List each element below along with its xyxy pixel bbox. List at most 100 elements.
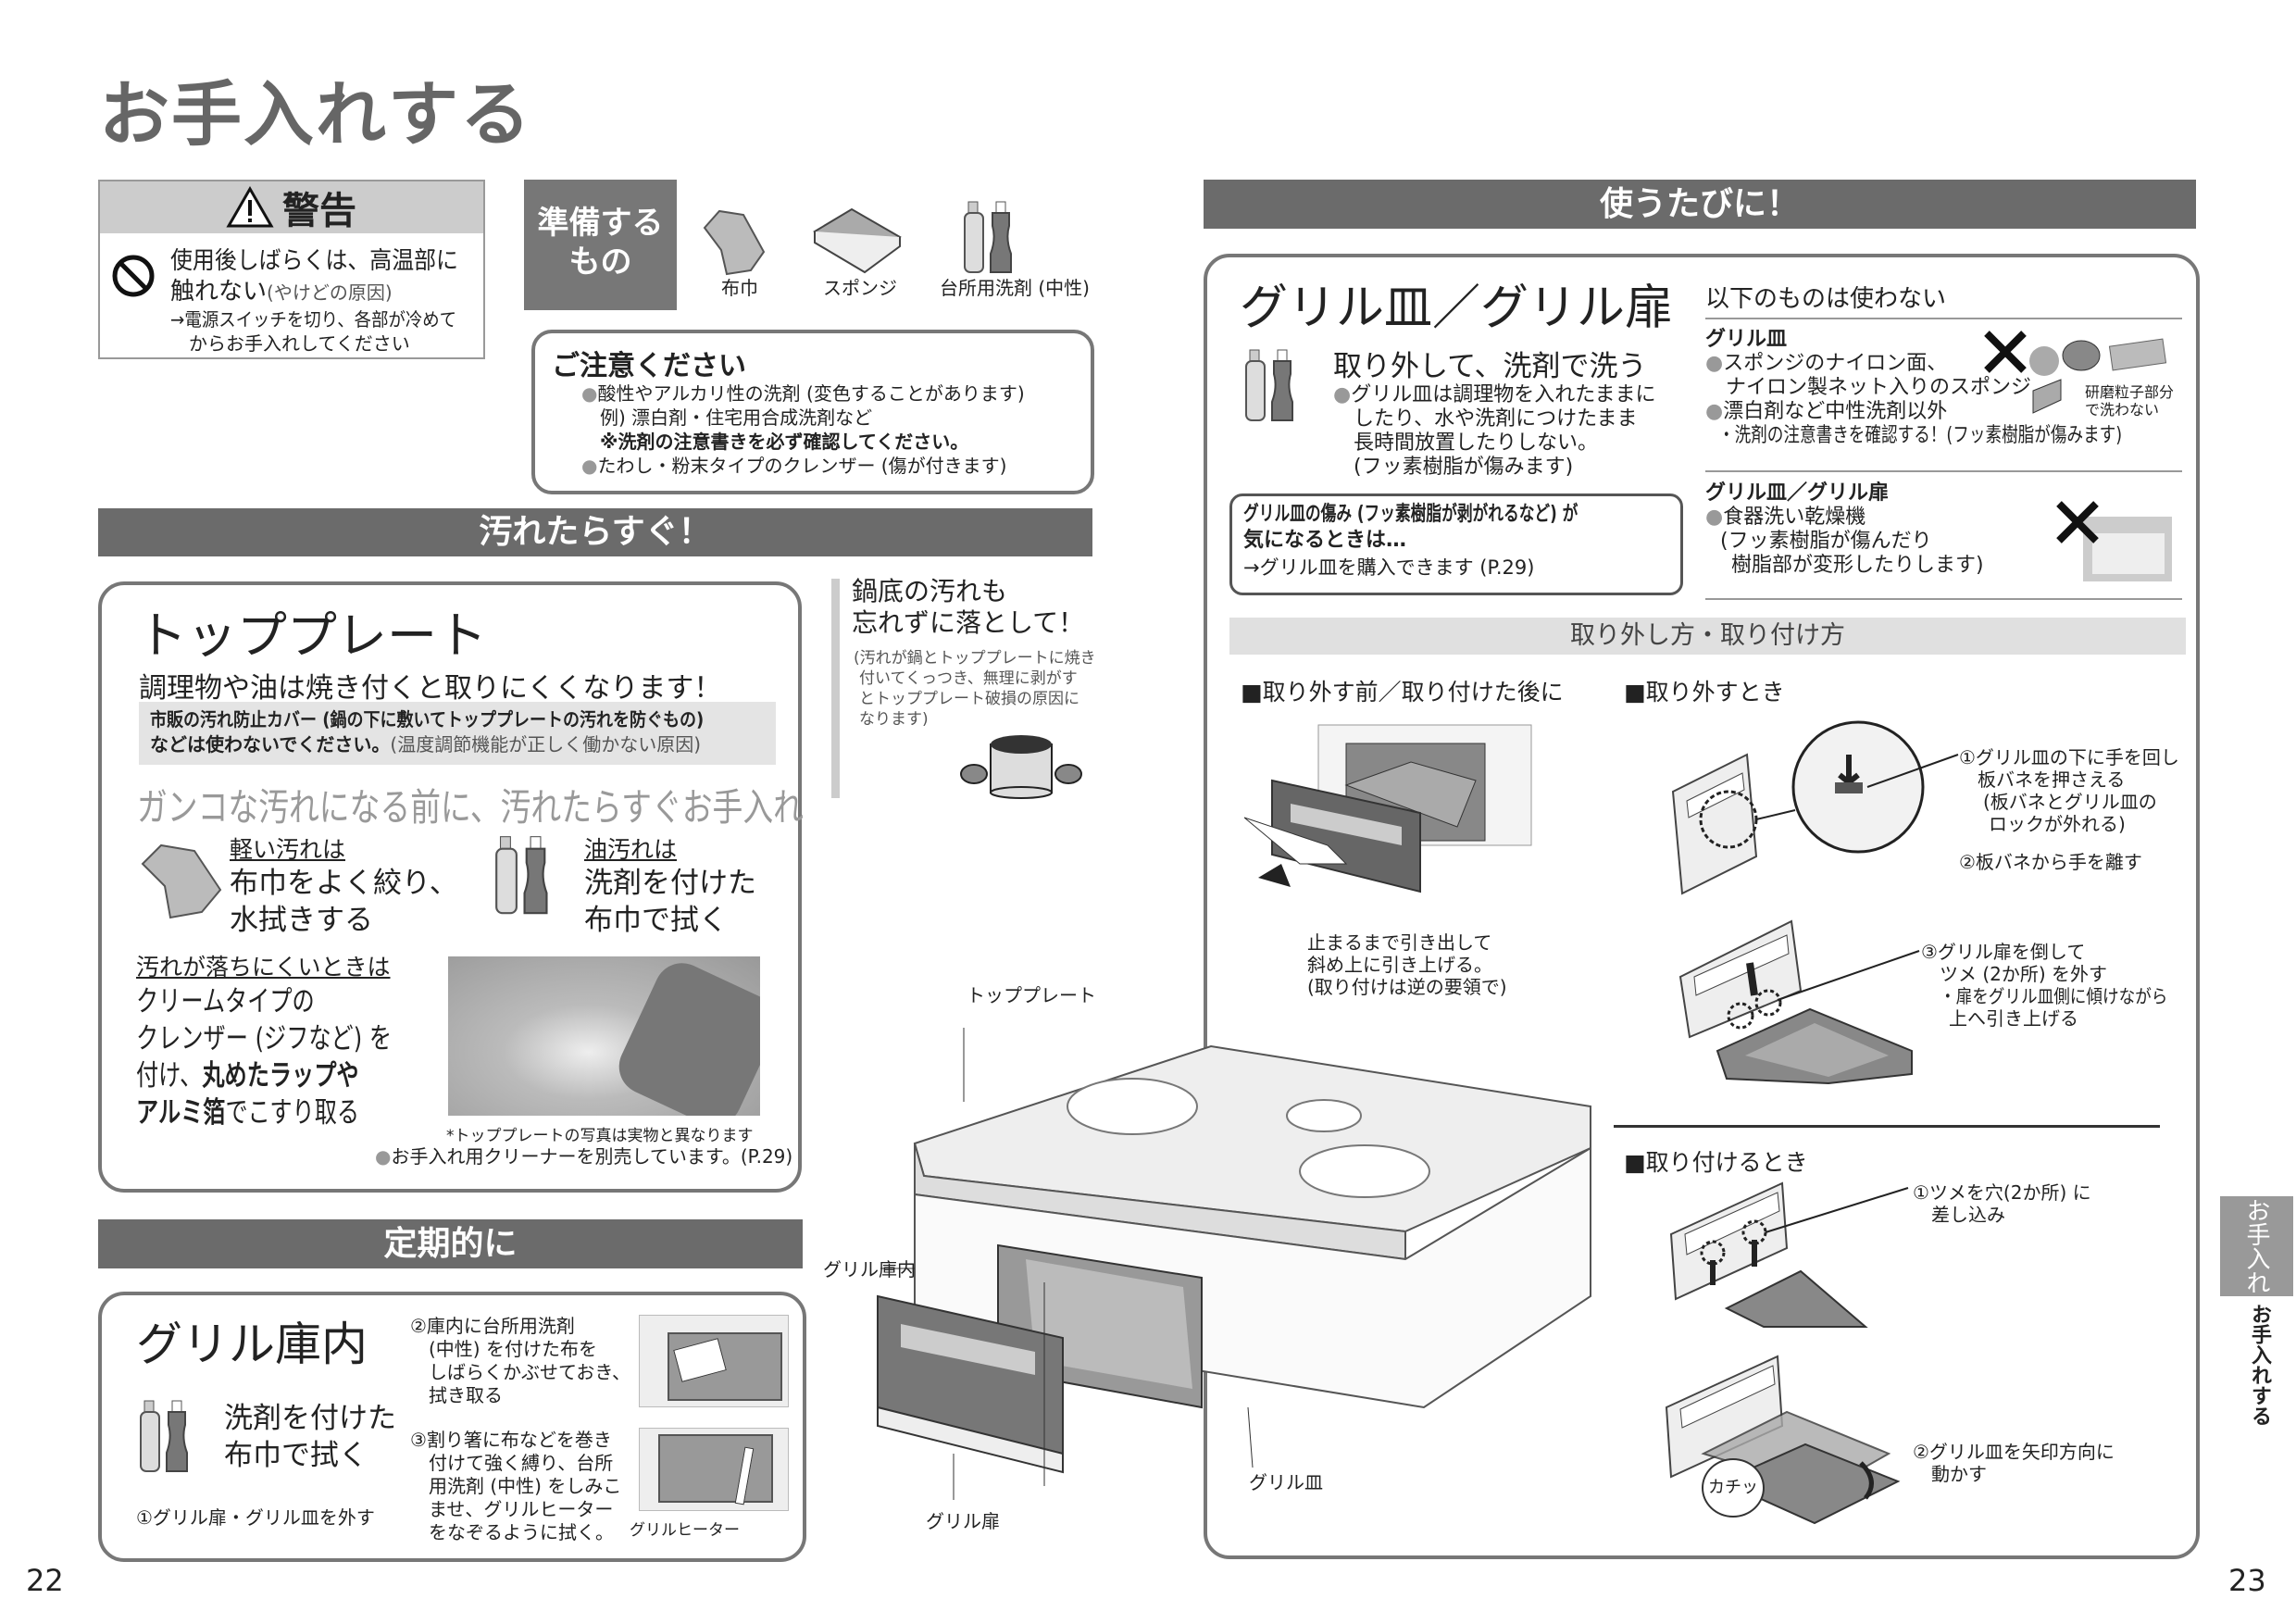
remove-step3-line: ・扉をグリル皿側に傾けながら [1940,985,2168,1007]
attach-title: ■取り付けるとき [1624,1149,1808,1176]
stove-illustration [877,1028,1591,1500]
remove-step3-line: ③グリル扉を倒して [1921,941,2086,963]
notice-note: (温度調節機能が正しく働かない原因) [390,733,702,756]
step3-line: をなぞるように拭く。 [429,1521,614,1543]
notice-line1: 市販の汚れ防止カバー (鍋の下に敷いてトッププレートの汚れを防ぐもの) [150,708,705,731]
pot-title-1: 鍋底の汚れも [852,576,1008,606]
grill-heater-label: グリルヒーター [630,1517,740,1540]
dont-use-both-note1: (フッ素樹脂が傷んだり [1720,530,1932,553]
hard-dirt-line3b: 丸めたラップや [202,1059,359,1093]
sponge-icon [813,207,902,274]
dont-use-pan-heading: グリル皿 [1705,328,1788,351]
hard-dirt-line3a: 付け、 [136,1059,203,1093]
attach-step1-line: ①ツメを穴(2か所) に [1913,1181,2091,1204]
label-grill-pan: グリル皿 [1249,1470,1323,1494]
grill-interior-title: グリル庫内 [136,1318,368,1371]
detergent-bottles-icon [140,1400,188,1472]
click-sound-text: カチッ [1708,1478,1758,1497]
abrasive-label2: で洗わない [2085,401,2160,418]
warning-note: (やけどの原因) [267,281,393,304]
top-plate-subtitle: 調理物や油は焼き付くと取りにくくなります！ [139,672,722,705]
pot-title-2: 忘れずに落として！ [852,607,1085,638]
pot-note-line: (汚れが鍋とトッププレートに焼き [854,649,1096,668]
dont-use-pan-item1a: スポンジのナイロン面、 [1723,352,1948,375]
step3-line: 付けて強く縛り、台所 [429,1452,614,1474]
side-tab-sub: お手入れする [2248,1304,2271,1426]
wash-note-line: したり、水や洗剤につけたまま [1354,407,1638,431]
remove-title: ■取り外すとき [1624,679,1785,706]
label-grill-door: グリル扉 [926,1510,1000,1532]
caution-note: ※洗剤の注意書きを必ず確認してください。 [600,431,969,453]
cloth-icon [703,209,766,276]
attach-claws-illustration [1669,1181,1909,1328]
side-tab-active-label: お手入れ [2242,1198,2270,1294]
howto-band: 取り外し方・取り付け方 [1229,618,2186,655]
pot-note-line: とトッププレート破損の原因に [859,690,1079,708]
prepare-label-line1: 準備する [537,205,664,242]
attach-pan-illustration [1665,1355,1901,1525]
warning-bold: 触れない [170,278,268,306]
grill-interior-step1: ①グリル扉・グリル皿を外す [136,1506,375,1529]
top-plate-notice: 市販の汚れ防止カバー (鍋の下に敷いてトッププレートの汚れを防ぐもの) などは使… [139,702,776,765]
caution-item2: たわし・粉末タイプのクレンザー (傷が付きます) [597,455,1007,477]
step3-line: ませ、グリルヒーター [429,1498,614,1520]
before-text-line: (取り付けは逆の要領で) [1307,976,1507,998]
light-dirt-heading: 軽い汚れは [230,836,346,863]
warning-box: 警告 使用後しばらくは、高温部に 触れない(やけどの原因) →電源スイッチを切り… [98,180,485,359]
step3-line: ③割り箸に布などを巻き [410,1429,612,1451]
grill-pan-title: グリル皿／グリル扉 [1240,281,1674,336]
attach-step2-line: ②グリル皿を矢印方向に [1913,1441,2115,1463]
caution-item1: 酸性やアルカリ性の洗剤 (変色することがあります) [597,382,1025,405]
side-tab-active[interactable]: お手入れ [2220,1196,2293,1296]
wash-note-line: (フッ素樹脂が傷みます) [1354,456,1574,479]
notice-line2: などは使わないでください。 [150,733,391,756]
before-text-line: 止まるまで引き出して [1307,931,1492,954]
remove-step3-line: 上へ引き上げる [1949,1007,2078,1030]
prepare-item-cloth: 布巾 [721,277,758,299]
hard-dirt-line4a: アルミ箔 [136,1096,226,1130]
page-title: お手入れする [99,73,532,156]
dishwasher-icon [2056,501,2172,581]
detergent-bottles-icon [495,836,548,915]
drawer-pull-illustration [1243,724,1532,893]
caution-box: ご注意ください ●酸性やアルカリ性の洗剤 (変色することがあります) 例) 漂白… [531,330,1094,494]
damage-line3[interactable]: →グリル皿を購入できます (P.29) [1243,556,1535,579]
prepare-label: 準備する もの [524,180,677,310]
abrasive-label1: 研磨粒子部分 [2085,383,2175,401]
caution-example: 例) 漂白剤・住宅用合成洗剤など [600,406,873,429]
divider [1705,470,2182,472]
remove-step1-line: (板バネとグリル皿の [1983,791,2157,813]
attach-step1-line: 差し込み [1931,1204,2005,1226]
wash-note-line: 長時間放置したりしない。 [1354,431,1599,455]
remove-step1-line: ①グリル皿の下に手を回し [1959,746,2179,768]
dont-use-pan-item1b: ナイロン製ネット入りのスポンジ [1726,376,2032,399]
divider [1705,598,2182,600]
step2-line: 拭き取る [429,1384,503,1406]
dont-use-both-note2: 樹脂部が変形したりします) [1731,554,1984,577]
grill-interior-main1: 洗剤を付けた [224,1402,396,1435]
pot-note-line: なります) [859,710,929,729]
dont-use-pan-item2: 漂白剤など中性洗剤以外 [1723,400,1948,423]
warning-line1: 使用後しばらくは、高温部に [170,247,458,275]
page-number-left: 22 [26,1563,64,1598]
oil-dirt-heading: 油汚れは [584,836,678,863]
top-plate-title: トッププレート [137,606,487,665]
step2-line: (中性) を付けた布を [429,1338,597,1360]
warning-line3: →電源スイッチを切り、各部が冷めて [170,308,457,331]
damage-notice-box: グリル皿の傷み (フッ素樹脂が剥がれるなど) が 気になるときは… →グリル皿を… [1229,493,1683,595]
wipe-heater-illustration [639,1428,789,1511]
label-top-plate: トッププレート [967,984,1096,1006]
caution-title: ご注意ください [552,350,746,382]
top-plate-slogan: ガンコな汚れになる前に、汚れたらすぐお手入れ [137,785,804,830]
section-bar-every-use: 使うたびに！ [1204,180,2196,229]
dont-use-title: 以下のものは使わない [1705,285,1947,313]
warning-line4: からお手入れしてください [189,332,410,355]
page-number-right: 23 [2228,1563,2266,1598]
dont-use-both-heading: グリル皿／グリル扉 [1705,481,1890,505]
step3-line: 用洗剤 (中性) をしみこ [429,1475,622,1497]
divider [1614,1125,2160,1128]
dont-use-pan-note: ・洗剤の注意書きを確認する！(フッ素樹脂が傷みます) [1718,424,2123,447]
warning-header: 警告 [100,181,483,233]
remove-step1-line: ロックが外れる) [1989,813,2126,835]
hard-dirt-line4b: でこすり取る [225,1096,360,1130]
